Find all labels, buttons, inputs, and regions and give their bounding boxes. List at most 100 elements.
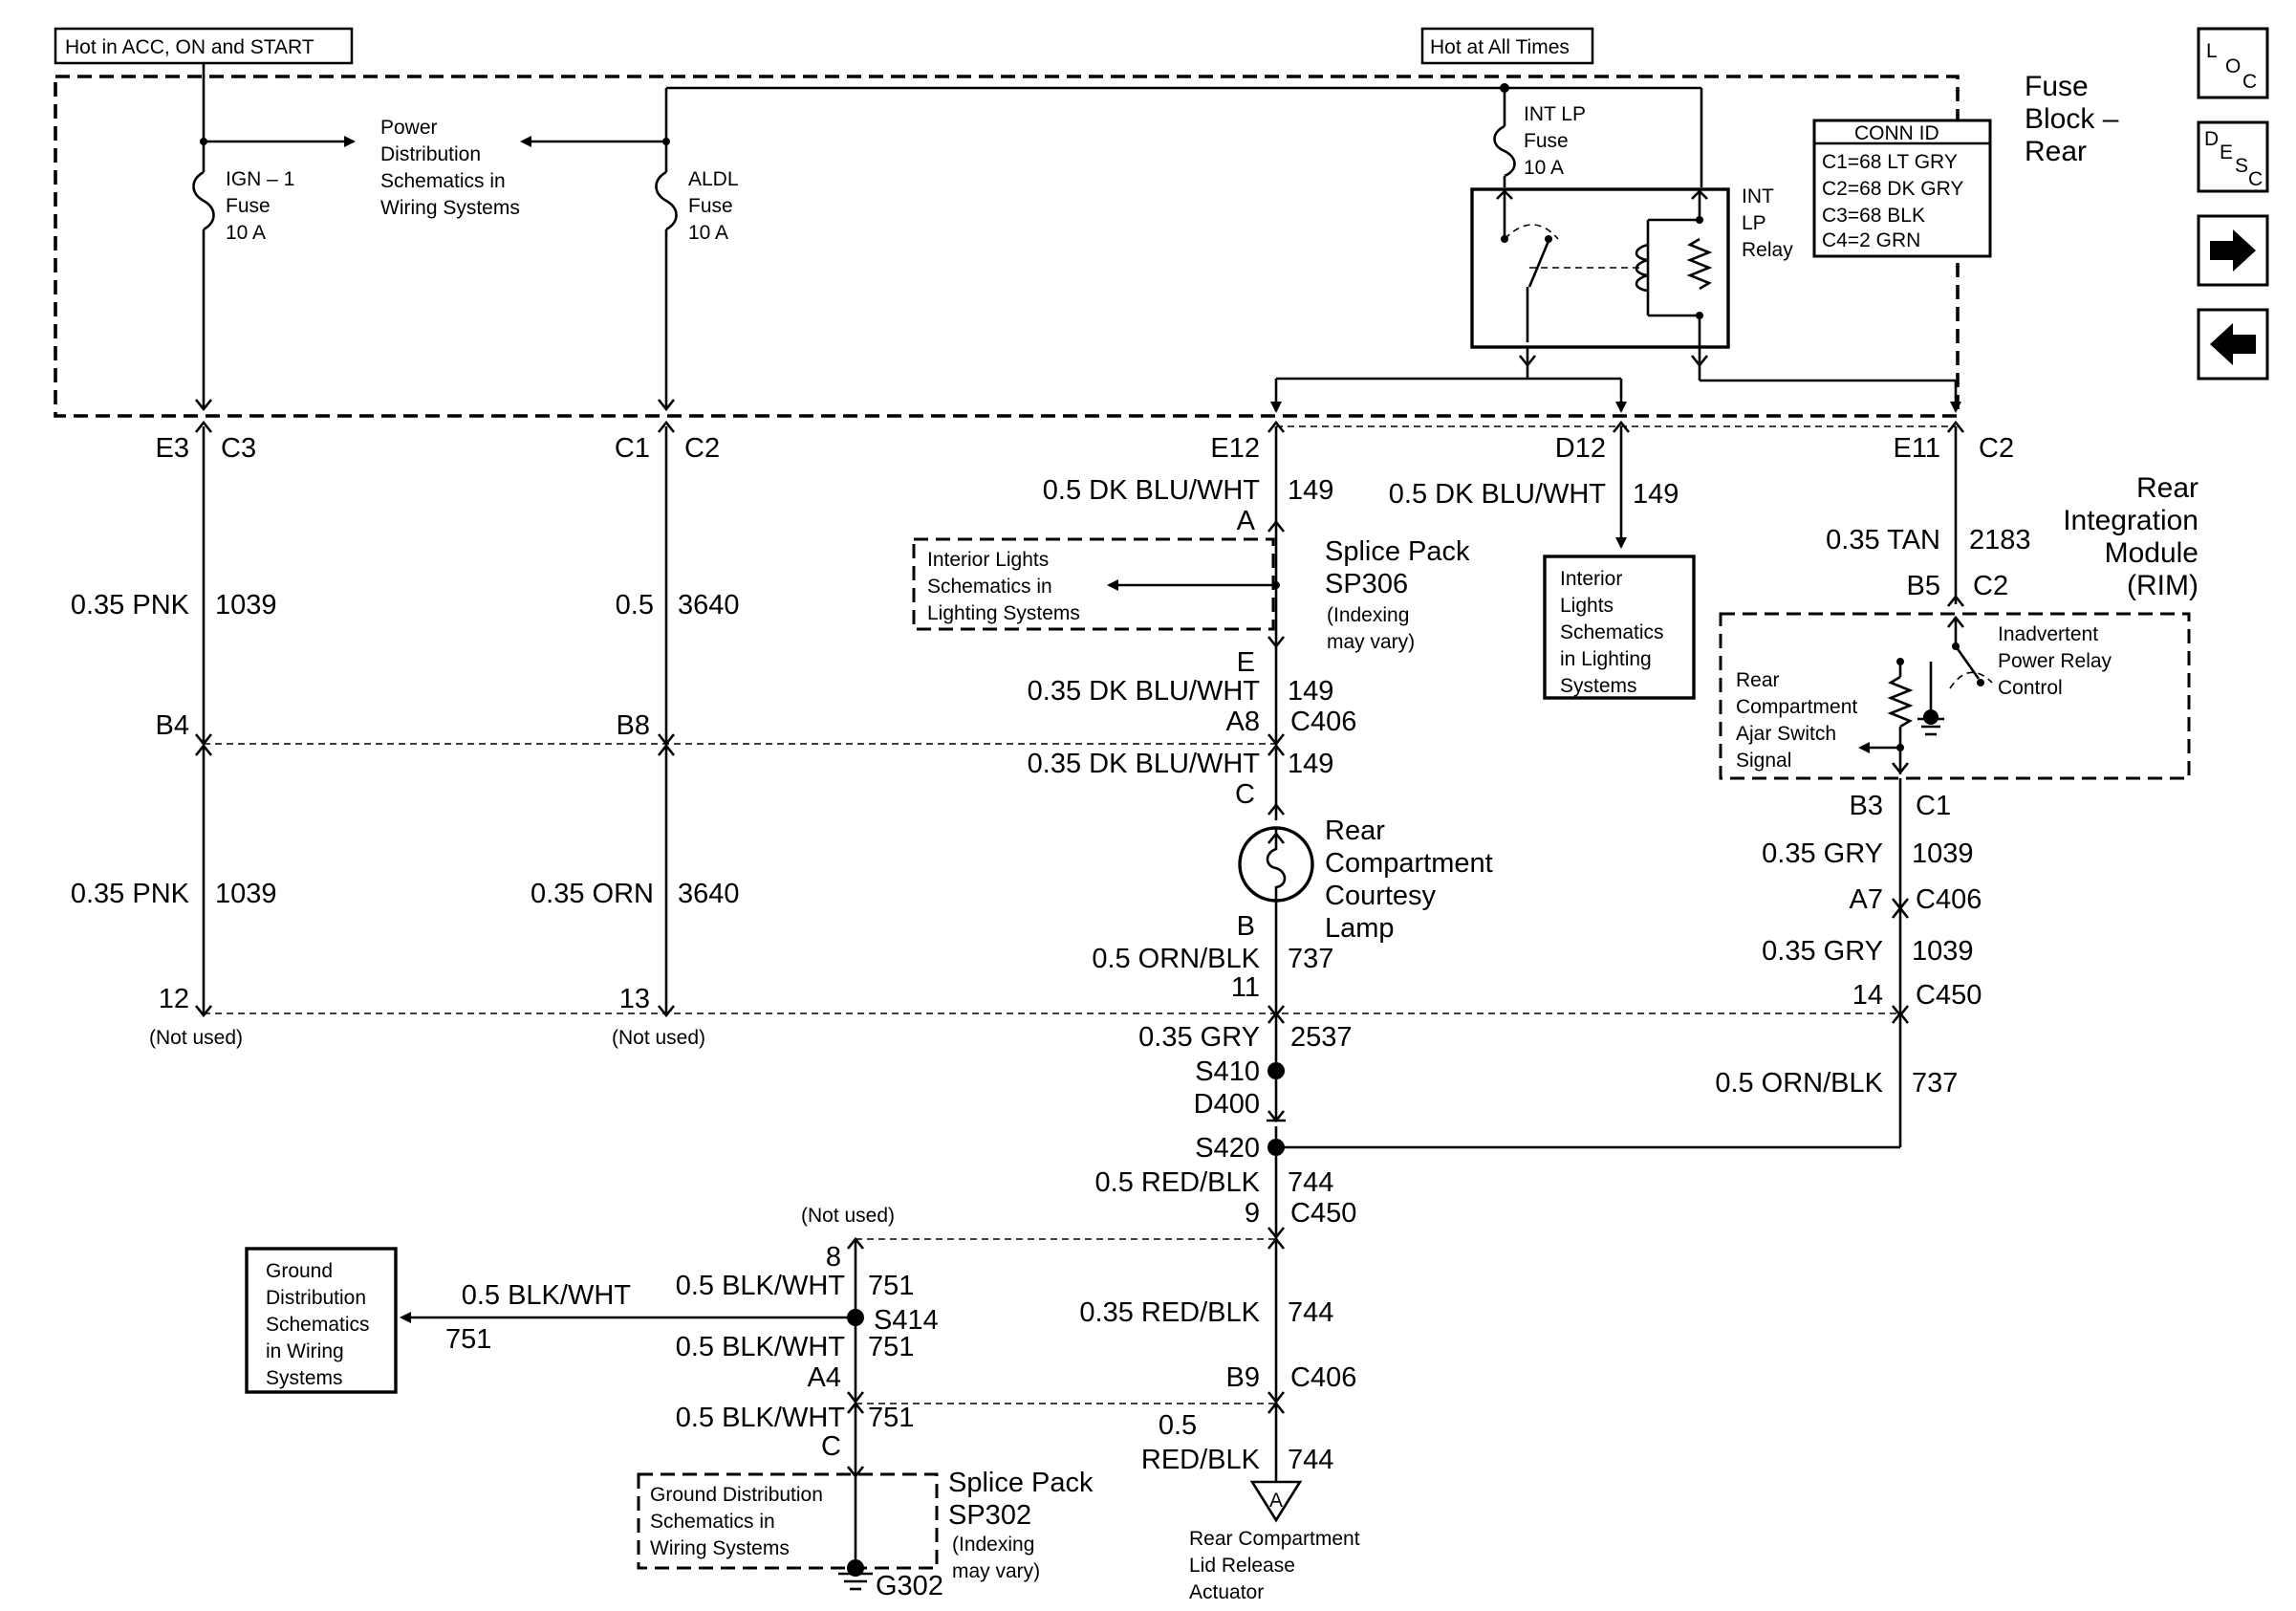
description-button[interactable]: D E S C <box>2197 120 2269 193</box>
svg-text:Signal: Signal <box>1736 750 1791 772</box>
splice-pack-sp302: Ground Distribution Schematics in Wiring… <box>637 1468 1094 1582</box>
svg-text:C3: C3 <box>221 433 256 464</box>
svg-text:(Not used): (Not used) <box>801 1205 895 1227</box>
svg-text:INT LP: INT LP <box>1524 103 1586 125</box>
svg-text:0.35 DK BLU/WHT: 0.35 DK BLU/WHT <box>1028 749 1261 779</box>
svg-text:10 A: 10 A <box>1524 157 1564 179</box>
svg-text:(Not used): (Not used) <box>149 1027 243 1049</box>
svg-text:Power: Power <box>380 117 438 139</box>
svg-text:Lighting Systems: Lighting Systems <box>927 602 1080 624</box>
left-arrow-icon <box>2210 323 2256 365</box>
svg-text:A: A <box>1269 1490 1283 1512</box>
svg-text:Wiring Systems: Wiring Systems <box>650 1537 790 1559</box>
svg-text:in Lighting: in Lighting <box>1560 648 1652 670</box>
svg-text:744: 744 <box>1288 1167 1333 1198</box>
svg-text:L: L <box>2206 40 2218 62</box>
ground-wire-751: (Not used) 8 0.5 BLK/WHT 751 S414 0.5 BL… <box>400 1205 943 1601</box>
svg-text:737: 737 <box>1288 944 1333 974</box>
svg-text:S: S <box>2235 155 2248 177</box>
rim-module-box: Inadvertent Power Relay Control Rear Com… <box>1719 612 2191 780</box>
svg-text:0.5 BLK/WHT: 0.5 BLK/WHT <box>676 1403 846 1433</box>
svg-text:Splice Pack: Splice Pack <box>1325 536 1470 567</box>
previous-page-button[interactable] <box>2197 308 2269 381</box>
next-page-button[interactable] <box>2197 214 2269 287</box>
svg-text:2537: 2537 <box>1290 1022 1353 1053</box>
svg-text:E11: E11 <box>1894 433 1940 464</box>
svg-text:SP306: SP306 <box>1325 569 1408 599</box>
svg-text:9: 9 <box>1245 1198 1260 1229</box>
svg-text:may vary): may vary) <box>1327 631 1415 653</box>
svg-text:1039: 1039 <box>215 590 277 620</box>
svg-text:Rear: Rear <box>2025 136 2087 167</box>
svg-text:0.35 DK BLU/WHT: 0.35 DK BLU/WHT <box>1028 676 1261 707</box>
conn-id-table: CONN ID C1=68 LT GRY C2=68 DK GRY C3=68 … <box>1812 119 1992 258</box>
svg-text:Schematics: Schematics <box>266 1314 370 1336</box>
svg-text:Hot in ACC, ON and START: Hot in ACC, ON and START <box>65 36 314 58</box>
svg-text:S420: S420 <box>1195 1133 1260 1164</box>
rim-title: Rear Integration Module (RIM) <box>2063 472 2199 601</box>
svg-text:C450: C450 <box>1916 980 1982 1011</box>
svg-text:O: O <box>2225 55 2241 77</box>
svg-text:RED/BLK: RED/BLK <box>1141 1445 1261 1475</box>
svg-text:11: 11 <box>1231 972 1260 1003</box>
int-lp-relay <box>1470 187 1730 349</box>
svg-text:SP302: SP302 <box>948 1500 1031 1531</box>
svg-text:C3=68 BLK: C3=68 BLK <box>1822 205 1925 227</box>
svg-text:Schematics in: Schematics in <box>650 1511 775 1533</box>
rim-output-1039: B3 C1 0.35 GRY 1039 A7 C406 0.35 GRY 103… <box>1715 778 1982 1147</box>
svg-text:C: C <box>821 1431 841 1462</box>
svg-text:744: 744 <box>1288 1297 1333 1328</box>
svg-text:INT: INT <box>1742 185 1774 207</box>
svg-text:0.5 ORN/BLK: 0.5 ORN/BLK <box>1092 944 1260 974</box>
wire-aldl-3640: C1 C2 0.5 3640 B8 0.35 ORN 3640 13 (Not … <box>531 420 740 1049</box>
svg-text:C406: C406 <box>1290 1362 1356 1393</box>
svg-text:in Wiring: in Wiring <box>266 1340 344 1362</box>
svg-text:0.5 ORN/BLK: 0.5 ORN/BLK <box>1715 1068 1883 1099</box>
svg-text:Rear: Rear <box>1736 669 1780 691</box>
ground-distribution-box: Ground Distribution Schematics in Wiring… <box>245 1247 398 1394</box>
acc-power-header: Hot in ACC, ON and START <box>54 27 354 65</box>
svg-text:Systems: Systems <box>266 1367 343 1389</box>
svg-text:Integration: Integration <box>2063 505 2199 536</box>
location-button[interactable]: L O C <box>2197 27 2269 99</box>
svg-text:Actuator: Actuator <box>1189 1581 1264 1603</box>
svg-text:0.5 BLK/WHT: 0.5 BLK/WHT <box>676 1332 846 1362</box>
svg-text:Rear: Rear <box>2136 472 2199 504</box>
svg-text:IGN – 1: IGN – 1 <box>226 168 294 190</box>
svg-text:0.5 BLK/WHT: 0.5 BLK/WHT <box>462 1280 632 1311</box>
svg-text:Compartment: Compartment <box>1736 696 1857 718</box>
svg-text:1039: 1039 <box>215 879 277 909</box>
svg-text:2183: 2183 <box>1969 525 2031 555</box>
svg-text:C4=2 GRN: C4=2 GRN <box>1822 229 1920 251</box>
svg-text:Module: Module <box>2105 537 2199 569</box>
svg-text:B5: B5 <box>1907 571 1940 601</box>
svg-text:A7: A7 <box>1850 884 1883 915</box>
svg-text:3640: 3640 <box>678 879 740 909</box>
svg-text:C450: C450 <box>1290 1198 1356 1229</box>
svg-text:13: 13 <box>619 984 650 1014</box>
svg-text:S414: S414 <box>874 1305 939 1336</box>
svg-text:149: 149 <box>1288 676 1333 707</box>
svg-text:Systems: Systems <box>1560 675 1637 697</box>
svg-text:Ground Distribution: Ground Distribution <box>650 1484 823 1506</box>
svg-text:A: A <box>1237 506 1256 536</box>
svg-text:C406: C406 <box>1290 707 1356 737</box>
svg-text:149: 149 <box>1633 479 1679 510</box>
svg-text:LP: LP <box>1742 212 1766 234</box>
svg-text:C1=68 LT GRY: C1=68 LT GRY <box>1822 151 1958 173</box>
svg-text:C1: C1 <box>615 433 650 464</box>
fuse-block-title: Fuse Block – Rear <box>2025 71 2119 167</box>
svg-text:1039: 1039 <box>1912 838 1974 869</box>
svg-text:751: 751 <box>868 1271 914 1301</box>
svg-text:E12: E12 <box>1210 433 1260 464</box>
svg-text:D: D <box>2204 128 2219 150</box>
svg-text:Interior Lights: Interior Lights <box>927 549 1049 571</box>
aldl-fuse-circuit: ALDL Fuse 10 A <box>520 86 1703 412</box>
svg-text:0.5 DK BLU/WHT: 0.5 DK BLU/WHT <box>1389 479 1606 510</box>
svg-text:Fuse: Fuse <box>2025 71 2089 102</box>
svg-text:Block –: Block – <box>2025 103 2119 135</box>
svg-text:Lamp: Lamp <box>1325 913 1395 944</box>
svg-text:B: B <box>1237 911 1255 942</box>
relay-label: INT LP Relay <box>1742 185 1793 261</box>
svg-text:Distribution: Distribution <box>266 1287 366 1309</box>
